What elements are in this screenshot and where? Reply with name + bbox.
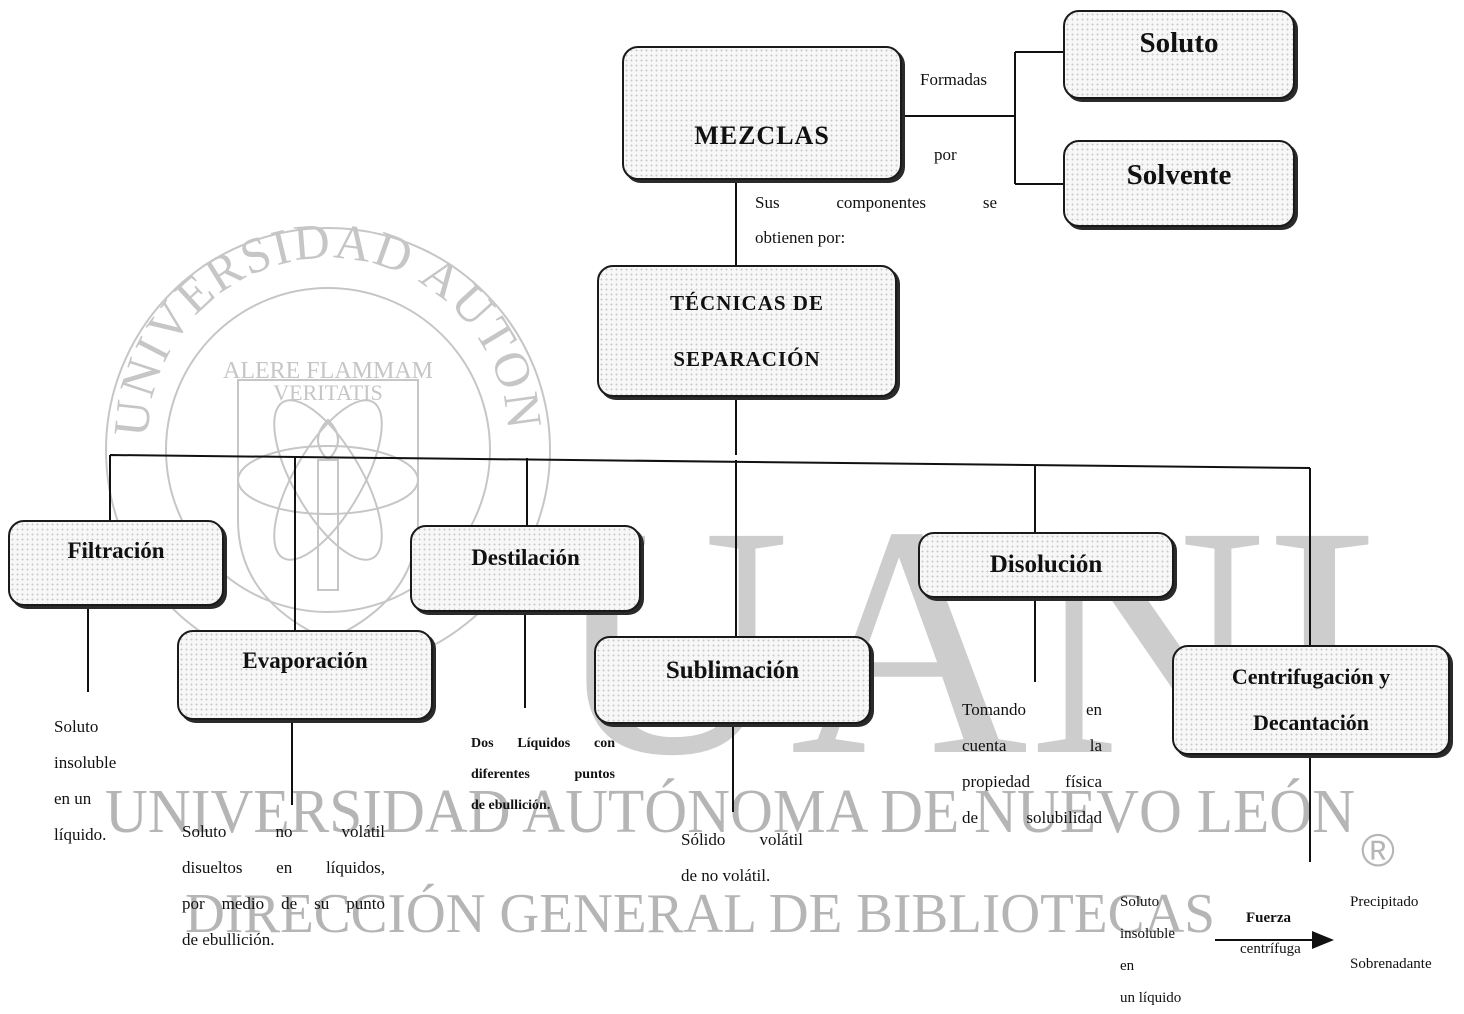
node-sublimacion-label: Sublimación [665,657,800,684]
output-sobrenadante: Sobrenadante [1350,956,1432,972]
node-evaporacion-label: Evaporación [242,648,368,673]
arrow-head-icon [1312,931,1334,949]
connector-tecnicas-branch [109,395,1311,645]
node-tecnicas-line2: SEPARACIÓN [673,347,821,371]
desc-disolucion-line: Tomando en [962,700,1102,719]
node-tecnicas-separacion: TÉCNICAS DE SEPARACIÓN [597,265,897,397]
desc-sublimacion-line: Sólido volátil [681,830,803,849]
desc-filtracion: Soluto insoluble en un líquido. [54,709,116,853]
node-destilacion-label: Destilación [471,544,580,570]
node-disolucion: Disolución [918,532,1174,598]
arrow-label-fuerza: Fuerza [1246,910,1291,926]
desc-filtracion-line: en un [54,789,92,808]
node-soluto: Soluto [1063,10,1295,99]
node-disolucion-label: Disolución [989,551,1103,578]
desc-sublimacion-line: de no volátil. [681,866,771,885]
desc-destilacion-line: Dos Líquidos con [471,736,615,751]
node-solvente: Solvente [1063,140,1295,227]
centrifugation-input: Soluto insoluble en un líquido [1120,886,1181,1014]
desc-sublimacion: Sólido volátil de no volátil. [681,822,803,894]
node-centrifugacion-line2: Decantación [1252,710,1370,735]
node-destilacion: Destilación [410,525,641,612]
desc-destilacion-line: de ebullición. [471,798,551,813]
seal-motto-line1: ALERE FLAMMAM [223,358,433,384]
node-tecnicas-line1: TÉCNICAS DE [670,291,824,315]
node-soluto-label: Soluto [1139,27,1219,59]
desc-disolucion-line: cuenta la [962,736,1102,755]
desc-destilacion-line: diferentes puntos [471,767,615,782]
node-mezclas: MEZCLAS [622,46,902,180]
centrifugation-input-line: en [1120,958,1135,974]
desc-evaporacion: Soluto no volátil disueltos en líquidos,… [182,814,385,958]
seal-torch-icon [317,418,339,591]
desc-evaporacion-line: de ebullición. [182,930,275,949]
node-centrifugacion-line1: Centrifugación y [1231,664,1391,689]
label-por: por [934,145,957,164]
desc-destilacion: Dos Líquidos con diferentes puntos de eb… [471,728,615,821]
node-filtracion-label: Filtración [67,538,165,563]
node-mezclas-label: MEZCLAS [694,121,830,150]
registered-mark: ® [1361,824,1395,876]
watermark-line1: UNIVERSIDAD AUTÓNOMA DE NUEVO LEÓN [105,778,1355,846]
desc-disolucion: Tomando en cuenta la propiedad física de… [962,692,1102,836]
seal-motto-line2: VERITATIS [273,380,382,405]
watermark-line2: DIRECCIÓN GENERAL DE BIBLIOTECAS [185,882,1215,945]
centrifugation-input-line: Soluto [1120,894,1160,910]
node-filtracion: Filtración [8,520,224,606]
seal-inner-ring [165,287,491,613]
label-obtienen-por: obtienen por: [755,228,846,247]
desc-evaporacion-line: disueltos en líquidos, [182,858,385,877]
label-formadas: Formadas [920,70,988,89]
desc-filtracion-line: líquido. [54,825,107,844]
node-centrifugacion: Centrifugación y Decantación [1172,645,1450,755]
desc-filtracion-line: Soluto [54,717,99,736]
seal-atom-orbit [273,399,383,561]
node-solvente-label: Solvente [1126,159,1232,191]
node-evaporacion: Evaporación [177,630,433,720]
desc-evaporacion-line: por medio de su punto [182,894,385,913]
node-sublimacion: Sublimación [594,636,871,724]
desc-filtracion-line: insoluble [54,753,117,772]
seal-atom-orbit [237,445,419,515]
desc-evaporacion-line: Soluto no volátil [182,822,385,841]
arrow-label-centrifuga: centrífuga [1240,941,1301,957]
centrifugation-input-line: insoluble [1120,926,1175,942]
label-sus-componentes: Sus componentes se [755,193,997,212]
desc-disolucion-line: de solubilidad [962,808,1102,827]
centrifugation-input-line: un líquido [1120,990,1182,1006]
seal-atom-orbit [273,399,383,561]
output-precipitado: Precipitado [1350,894,1419,910]
desc-disolucion-line: propiedad física [962,772,1102,791]
connector-mezclas-components [900,51,1063,185]
